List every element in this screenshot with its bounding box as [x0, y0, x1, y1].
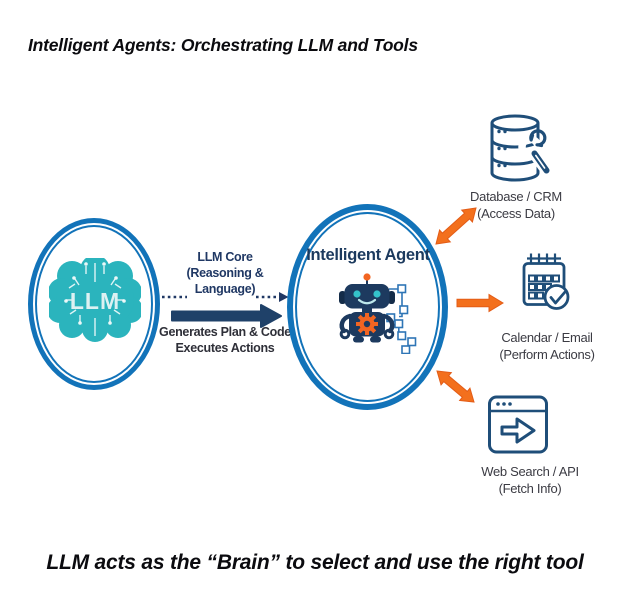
arrow-agent-calendar-icon	[456, 293, 504, 313]
core-line-3: Language)	[194, 282, 256, 296]
tool-label-calendar: Calendar / Email (Perform Actions)	[472, 329, 622, 363]
brain-icon: LLM	[49, 258, 141, 342]
right-arrow-icon	[500, 417, 536, 444]
connector-action-label: Generates Plan & Code Executes Actions	[150, 324, 300, 356]
action-line-1: Generates Plan & Code	[159, 325, 291, 339]
web-sublabel: (Fetch Info)	[498, 481, 562, 496]
brain-circuit-lines	[66, 263, 124, 336]
web-search-api-icon	[488, 395, 548, 454]
calendar-email-icon	[522, 253, 570, 310]
llm-label: LLM	[70, 288, 120, 314]
caption: LLM acts as the “Brain” to select and us…	[46, 551, 584, 574]
connector-core-label: LLM Core (Reasoning & Language)	[150, 249, 300, 297]
action-line-2: Executes Actions	[175, 341, 275, 355]
robot-icon	[339, 273, 417, 354]
checkmark-circle-icon	[543, 284, 570, 310]
agent-circle-inner-ring	[295, 212, 440, 402]
arrow-agent-database-icon	[435, 207, 477, 245]
calendar-label: Calendar / Email	[501, 330, 593, 345]
agent-title: Intelligent Agent	[306, 246, 430, 264]
gear-icon	[356, 313, 378, 335]
tool-label-database: Database / CRM (Access Data)	[441, 188, 591, 222]
web-label: Web Search / API	[481, 464, 579, 479]
calendar-sublabel: (Perform Actions)	[499, 347, 595, 362]
arrow-agent-web-icon	[436, 370, 475, 403]
database-sublabel: (Access Data)	[477, 206, 555, 221]
core-line-1: LLM Core	[197, 250, 253, 264]
database-label: Database / CRM	[470, 189, 562, 204]
core-line-2: (Reasoning &	[186, 266, 264, 280]
tool-label-web: Web Search / API (Fetch Info)	[455, 463, 605, 497]
llm-circle-inner-ring	[35, 225, 153, 383]
page-title: Intelligent Agents: Orchestrating LLM an…	[28, 35, 418, 55]
dotted-arrow-icon	[162, 292, 289, 302]
database-crm-icon	[490, 114, 552, 182]
solid-arrow-icon	[171, 304, 282, 328]
